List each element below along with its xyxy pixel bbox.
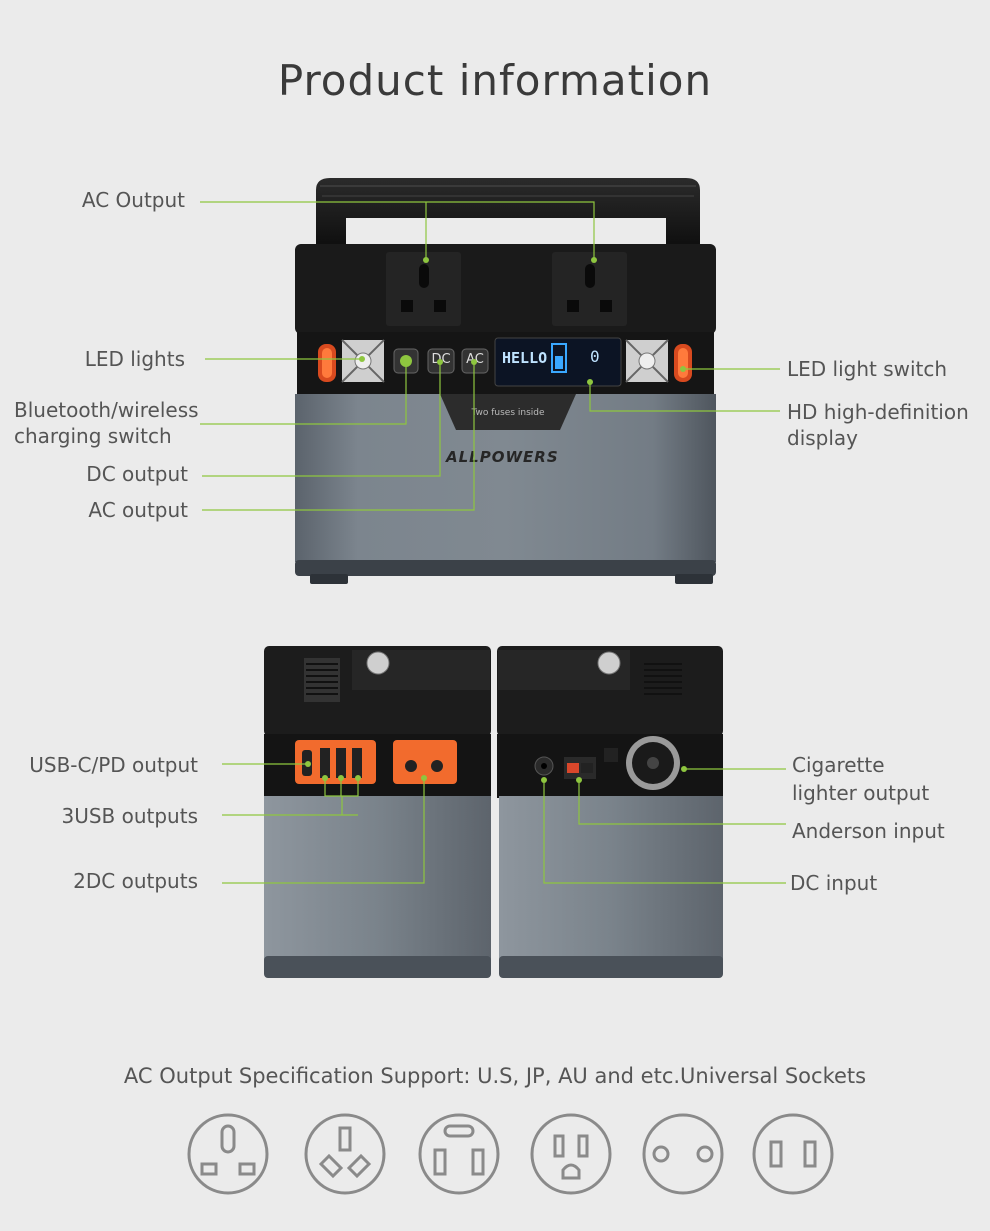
label-ac-output-top: AC Output bbox=[81, 188, 185, 212]
label-dc-output: DC output bbox=[86, 462, 188, 486]
label-led-lights: LED lights bbox=[84, 347, 185, 371]
spec-text: AC Output Specification Support: U.S, JP… bbox=[123, 1064, 867, 1088]
callout-lines bbox=[200, 201, 786, 884]
label-usbc-pd-output: USB-C/PD output bbox=[29, 753, 198, 777]
label-dc-input: DC input bbox=[790, 871, 878, 895]
label-cigarette-line1: Cigarette bbox=[792, 753, 885, 777]
label-hd-display-line1: HD high-definition bbox=[787, 400, 969, 424]
label-led-light-switch: LED light switch bbox=[787, 357, 948, 381]
label-ac-output: AC output bbox=[88, 498, 188, 522]
label-bluetooth-switch-line2: charging switch bbox=[14, 424, 172, 448]
uk-socket-icon bbox=[418, 1113, 500, 1195]
display-number: 0 bbox=[590, 347, 600, 366]
page-title: Product information bbox=[277, 56, 713, 105]
label-cigarette-line2: lighter output bbox=[792, 781, 930, 805]
eu-socket-icon bbox=[642, 1113, 724, 1195]
label-hd-display-line2: display bbox=[787, 426, 859, 450]
jp-socket-icon bbox=[752, 1113, 834, 1195]
side-devices-image bbox=[264, 646, 723, 978]
us-socket-icon bbox=[530, 1113, 612, 1195]
fuse-text: Two fuses inside bbox=[471, 408, 545, 418]
label-bluetooth-switch-line1: Bluetooth/wireless bbox=[14, 398, 199, 422]
label-anderson-input: Anderson input bbox=[792, 819, 945, 843]
au-socket-icon bbox=[304, 1113, 386, 1195]
display-text: HELLO bbox=[502, 349, 548, 367]
universal-socket-icon bbox=[187, 1113, 269, 1195]
label-2dc-outputs: 2DC outputs bbox=[73, 869, 198, 893]
label-3usb-outputs: 3USB outputs bbox=[61, 804, 198, 828]
front-device-image bbox=[295, 178, 716, 584]
